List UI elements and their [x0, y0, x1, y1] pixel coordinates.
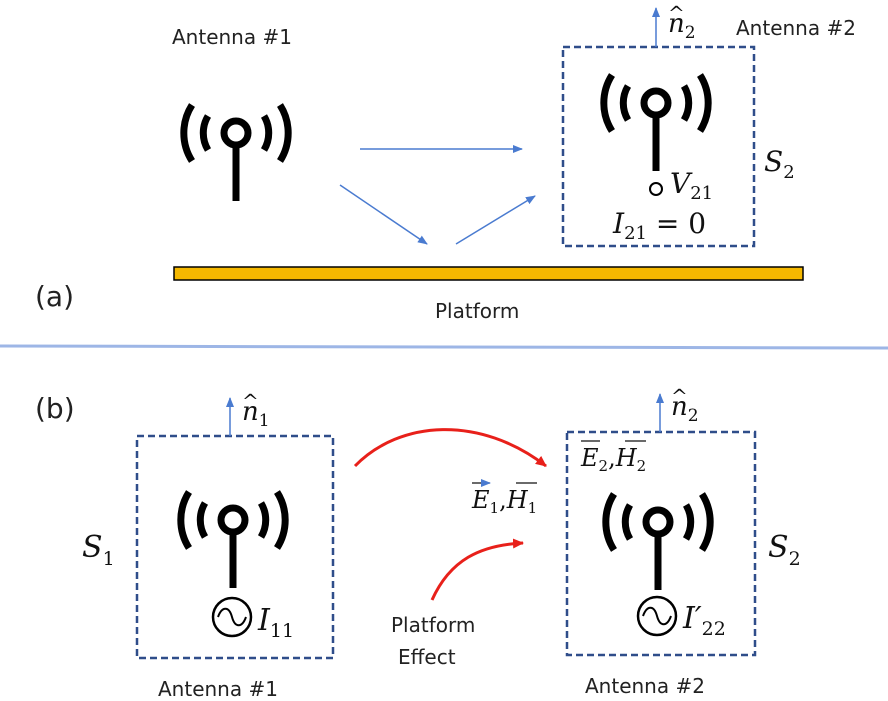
svg-text:E2,H2: E2,H2	[580, 444, 646, 475]
hat-symbol-b1: ^	[242, 389, 259, 413]
surface-s1-label: S1	[82, 530, 115, 570]
voltage-v21-label: V21	[670, 167, 713, 204]
surface-s2-label-a: S2	[764, 145, 795, 183]
hat-symbol-b2: ^	[671, 384, 688, 408]
reflected-path-arrow	[455, 195, 536, 245]
surface-s2-box-a	[561, 45, 756, 248]
platform-bar	[173, 266, 804, 281]
antenna1-icon-b	[181, 492, 285, 588]
normal-n1-label: n1	[242, 397, 270, 431]
source-icon-1	[211, 596, 253, 638]
surface-s2-label-b: S2	[768, 530, 801, 570]
platform-effect-label-line1: Platform	[391, 613, 475, 637]
antenna1-label-b: Antenna #1	[158, 677, 278, 701]
panel-b: (b) n1 ^ I11 S1 Antenna #1 Platform Effe…	[35, 384, 801, 701]
hat-symbol-a: ^	[668, 1, 685, 25]
incident-path-arrow	[339, 184, 428, 245]
platform-effect-arrow	[430, 538, 524, 601]
surface-s2-box-b	[565, 430, 757, 657]
fields-e1-h1-label: E1,H1	[471, 479, 537, 517]
open-port-terminal	[649, 182, 663, 196]
platform-effect-label-line2: Effect	[398, 645, 456, 669]
current-i21-label: I21 = 0	[612, 207, 706, 244]
normal-n2-label-a: n2	[668, 9, 696, 43]
antenna2-icon-b	[606, 494, 710, 590]
svg-text:E1,H1: E1,H1	[471, 486, 537, 517]
panel-a: Antenna #1 n2 ^ Antenna #2 V21 I21 = 0 S…	[35, 1, 856, 323]
antenna2-label-a: Antenna #2	[736, 16, 856, 40]
antenna2-label-b: Antenna #2	[585, 674, 705, 698]
antenna1-label-a: Antenna #1	[172, 25, 292, 49]
panel-a-label: (a)	[35, 280, 74, 313]
radiated-field-arrow	[353, 428, 547, 468]
panel-b-label: (b)	[35, 392, 75, 425]
antenna2-icon-a	[604, 75, 708, 171]
fields-e2-h2-label: E2,H2	[580, 440, 646, 475]
platform-label: Platform	[435, 299, 519, 323]
normal-n2-label-b: n2	[671, 392, 699, 426]
source-icon-2	[636, 595, 678, 637]
source-i22-label: I′22	[682, 601, 726, 640]
panel-divider	[0, 344, 888, 350]
source-i11-label: I11	[257, 603, 294, 642]
antenna1-icon-a	[184, 105, 288, 201]
